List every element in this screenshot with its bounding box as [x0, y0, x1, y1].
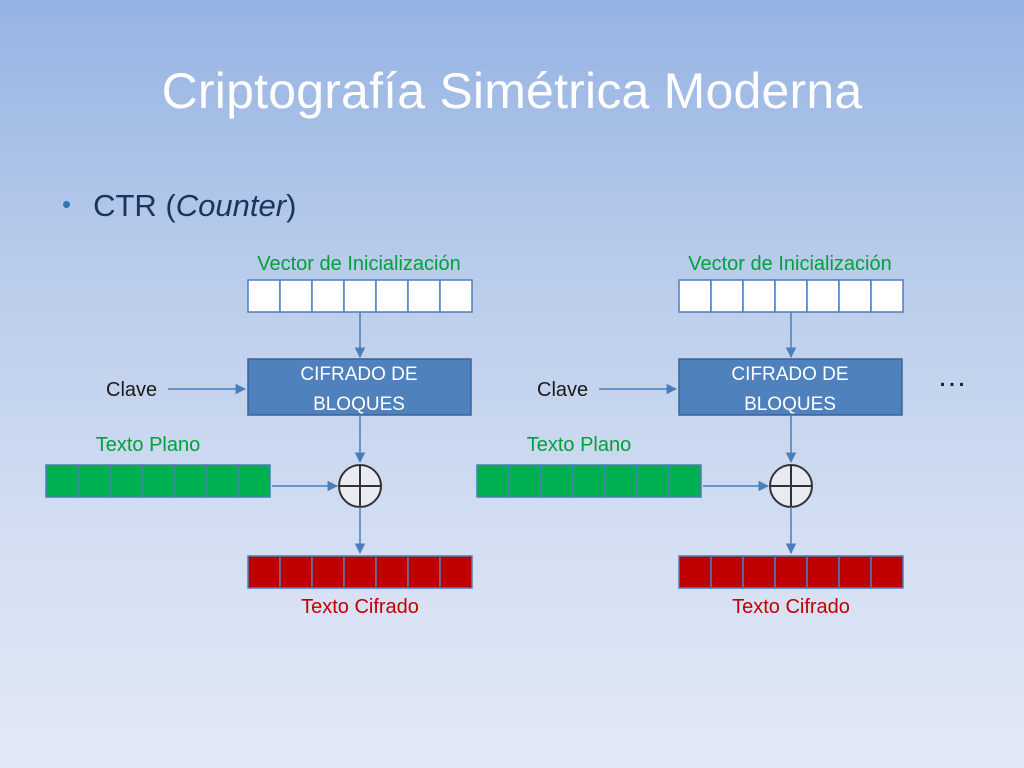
block-cipher-box — [678, 358, 903, 416]
ciphertext-register — [247, 555, 473, 589]
iv-cell — [407, 279, 441, 313]
iv-cell — [774, 279, 808, 313]
ctr-stage-1: Vector de Inicialización CIFRADO DE BLOQ… — [45, 253, 473, 618]
bullet-prefix: CTR ( — [93, 188, 176, 223]
iv-cell — [806, 279, 840, 313]
iv-register — [678, 279, 904, 313]
bullet-italic: Counter — [175, 188, 287, 223]
plaintext-cell — [77, 464, 111, 498]
iv-cell — [710, 279, 744, 313]
block-cipher-label-line2: BLOQUES — [313, 394, 405, 415]
xor-icon — [769, 464, 813, 508]
iv-cell — [343, 279, 377, 313]
plaintext-cell — [205, 464, 239, 498]
iv-cell — [247, 279, 281, 313]
ciphertext-cell — [678, 555, 712, 589]
plaintext-cell — [476, 464, 510, 498]
continuation-ellipsis: … — [937, 360, 967, 393]
ctr-stage-2: Vector de Inicialización CIFRADO DE BLOQ… — [476, 253, 904, 618]
bullet-dot-icon: • — [62, 189, 72, 219]
iv-cell — [742, 279, 776, 313]
ciphertext-cell — [343, 555, 377, 589]
iv-label: Vector de Inicialización — [688, 253, 891, 275]
ciphertext-cell — [247, 555, 281, 589]
key-label: Clave — [537, 379, 588, 401]
ciphertext-cell — [311, 555, 345, 589]
plaintext-cell — [604, 464, 638, 498]
plaintext-cell — [141, 464, 175, 498]
ciphertext-cell — [838, 555, 872, 589]
iv-register — [247, 279, 473, 313]
ciphertext-register — [678, 555, 904, 589]
ciphertext-cell — [870, 555, 904, 589]
plaintext-register — [476, 464, 702, 498]
plaintext-label: Texto Plano — [527, 434, 632, 456]
ciphertext-cell — [439, 555, 473, 589]
plaintext-cell — [173, 464, 207, 498]
plaintext-label: Texto Plano — [96, 434, 201, 456]
ciphertext-cell — [407, 555, 441, 589]
plaintext-cell — [109, 464, 143, 498]
iv-cell — [375, 279, 409, 313]
block-cipher-label-line2: BLOQUES — [744, 394, 836, 415]
iv-cell — [311, 279, 345, 313]
block-cipher-label-line1: CIFRADO DE — [300, 364, 417, 385]
plaintext-cell — [508, 464, 542, 498]
ciphertext-label: Texto Cifrado — [732, 596, 850, 618]
key-label: Clave — [106, 379, 157, 401]
iv-label: Vector de Inicialización — [257, 253, 460, 275]
ciphertext-cell — [742, 555, 776, 589]
ciphertext-cell — [710, 555, 744, 589]
plaintext-cell — [540, 464, 574, 498]
block-cipher-label-line1: CIFRADO DE — [731, 364, 848, 385]
iv-cell — [870, 279, 904, 313]
ciphertext-cell — [774, 555, 808, 589]
ciphertext-cell — [375, 555, 409, 589]
plaintext-cell — [237, 464, 271, 498]
iv-cell — [678, 279, 712, 313]
block-cipher-box — [247, 358, 472, 416]
plaintext-register — [45, 464, 271, 498]
plaintext-cell — [45, 464, 79, 498]
iv-cell — [279, 279, 313, 313]
iv-cell — [439, 279, 473, 313]
ciphertext-cell — [806, 555, 840, 589]
plaintext-cell — [636, 464, 670, 498]
slide-title: Criptografía Simétrica Moderna — [161, 63, 863, 119]
plaintext-cell — [668, 464, 702, 498]
bullet-ctr: • CTR (Counter) — [62, 188, 296, 224]
xor-icon — [338, 464, 382, 508]
ciphertext-label: Texto Cifrado — [301, 596, 419, 618]
plaintext-cell — [572, 464, 606, 498]
bullet-suffix: ) — [286, 188, 297, 223]
ciphertext-cell — [279, 555, 313, 589]
iv-cell — [838, 279, 872, 313]
